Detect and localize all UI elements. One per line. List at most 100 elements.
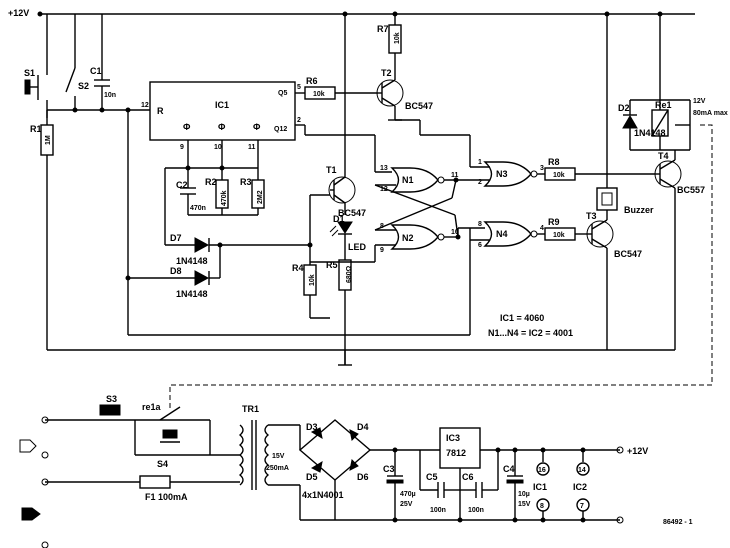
label-ic3: IC3 [446,433,460,443]
mains-input [19,416,140,548]
label-buzzer: Buzzer [624,205,654,215]
ic1-body [149,81,296,141]
pin-ic2-vss: 7 [580,503,584,510]
label-n2: N2 [402,233,414,243]
fuse-f1 [139,454,240,489]
label-s1: S1 [24,68,35,78]
ic1-pin-5: 5 [297,84,301,91]
capacitor-c1 [94,14,110,110]
type-d2: 1N4148 [634,128,666,138]
transistor-t4 [610,150,682,351]
latch-cross-wiring [374,177,485,240]
label-d4: D4 [357,422,369,432]
value-c1: 10n [104,92,116,99]
pin-n3-1: 1 [478,159,482,166]
ic1-pin-r: R [157,106,164,116]
led-d1 [329,221,353,260]
label-t3: T3 [586,211,597,221]
label-n1: N1 [402,175,414,185]
ic1-pin-10: 10 [214,144,222,151]
diode-d2 [622,100,638,150]
type-t2: BC547 [405,101,433,111]
note-gates: N1...N4 = IC2 = 4001 [488,328,573,338]
resistor-r4 [303,194,330,319]
label-tr1: TR1 [242,404,259,414]
label-d2: D2 [618,103,630,113]
value-r9: 10k [553,232,565,239]
label-r2: R2 [205,177,217,187]
pin-n3-2: 2 [478,179,482,186]
label-s4: S4 [157,459,168,469]
label-s3: S3 [106,394,117,404]
diode-d8 [125,242,223,286]
ic1-pin-2: 2 [297,117,301,124]
label-r7: R7 [377,24,389,34]
buzzer [596,11,618,211]
switch-s4 [160,429,180,443]
label-r4: R4 [292,263,304,273]
pin-ic1-vdd: 16 [538,467,546,474]
transistor-t3 [586,210,614,350]
value-r8: 10k [553,172,565,179]
ic1-pin-q5: Q5 [278,90,287,97]
resistor-r7 [388,11,402,80]
label-re1: Re1 [655,100,672,110]
label-d1: D1 [333,214,345,224]
q12-wiring [295,124,392,173]
type-t4: BC557 [677,185,705,195]
label-c5: C5 [426,472,438,482]
label-c3: C3 [383,464,395,474]
type-t3: BC547 [614,249,642,259]
type-d8: 1N4148 [176,289,208,299]
ic-supply-pins [536,446,624,524]
capacitor-c6 [460,447,501,498]
capacitor-c5 [419,450,460,498]
label-bridge: 4x1N4001 [302,490,344,500]
pin-n1-11: 11 [451,172,459,179]
value-r7: 10k [394,32,401,44]
label-ic1-supply: IC1 [533,482,547,492]
ic1-pin-q12: Q12 [274,126,287,133]
transformer-tr1 [238,420,300,490]
label-r5: R5 [326,260,338,270]
relay-re1 [630,11,691,151]
gate-n4 [470,221,545,247]
supply-label-out: +12V [627,446,648,456]
tr1-current: 250mA [266,465,289,472]
gate-n3 [395,119,545,187]
bridge-rectifier [298,419,620,521]
value-r3: 2M2 [257,190,264,204]
capacitor-c4 [506,447,524,523]
regulator-ic3 [439,427,620,523]
switch-re1a [134,406,211,456]
label-s2: S2 [78,81,89,91]
pin-ic2-vdd: 14 [578,467,586,474]
value-c4b: 15V [518,501,531,508]
label-c2: C2 [176,180,188,190]
ic1-phi-1: Φ [183,122,191,132]
pin-n2-9: 9 [380,247,384,254]
type-ic3: 7812 [446,448,466,458]
label-f1: F1 100mA [145,492,188,502]
value-c3a: 470µ [400,491,416,498]
relay-spec-1: 12V [693,98,706,105]
label-d6: D6 [357,472,369,482]
label-t1: T1 [326,165,337,175]
label-r9: R9 [548,217,560,227]
switch-s1 [24,14,48,118]
label-d3: D3 [306,422,318,432]
label-d8: D8 [170,266,182,276]
pin-n1-13: 13 [380,165,388,172]
relay-mechanical-link [169,124,713,410]
pin-n1-12: 12 [380,186,388,193]
resistor-r1 [40,124,54,350]
ic1-label: IC1 [215,100,229,110]
value-r6: 10k [313,91,325,98]
label-c1: C1 [90,66,102,76]
type-d1: LED [348,242,367,252]
ic1-pin-11: 11 [248,144,256,151]
label-r3: R3 [240,177,252,187]
diode-d7 [165,237,310,253]
gate-n2 [310,224,458,263]
